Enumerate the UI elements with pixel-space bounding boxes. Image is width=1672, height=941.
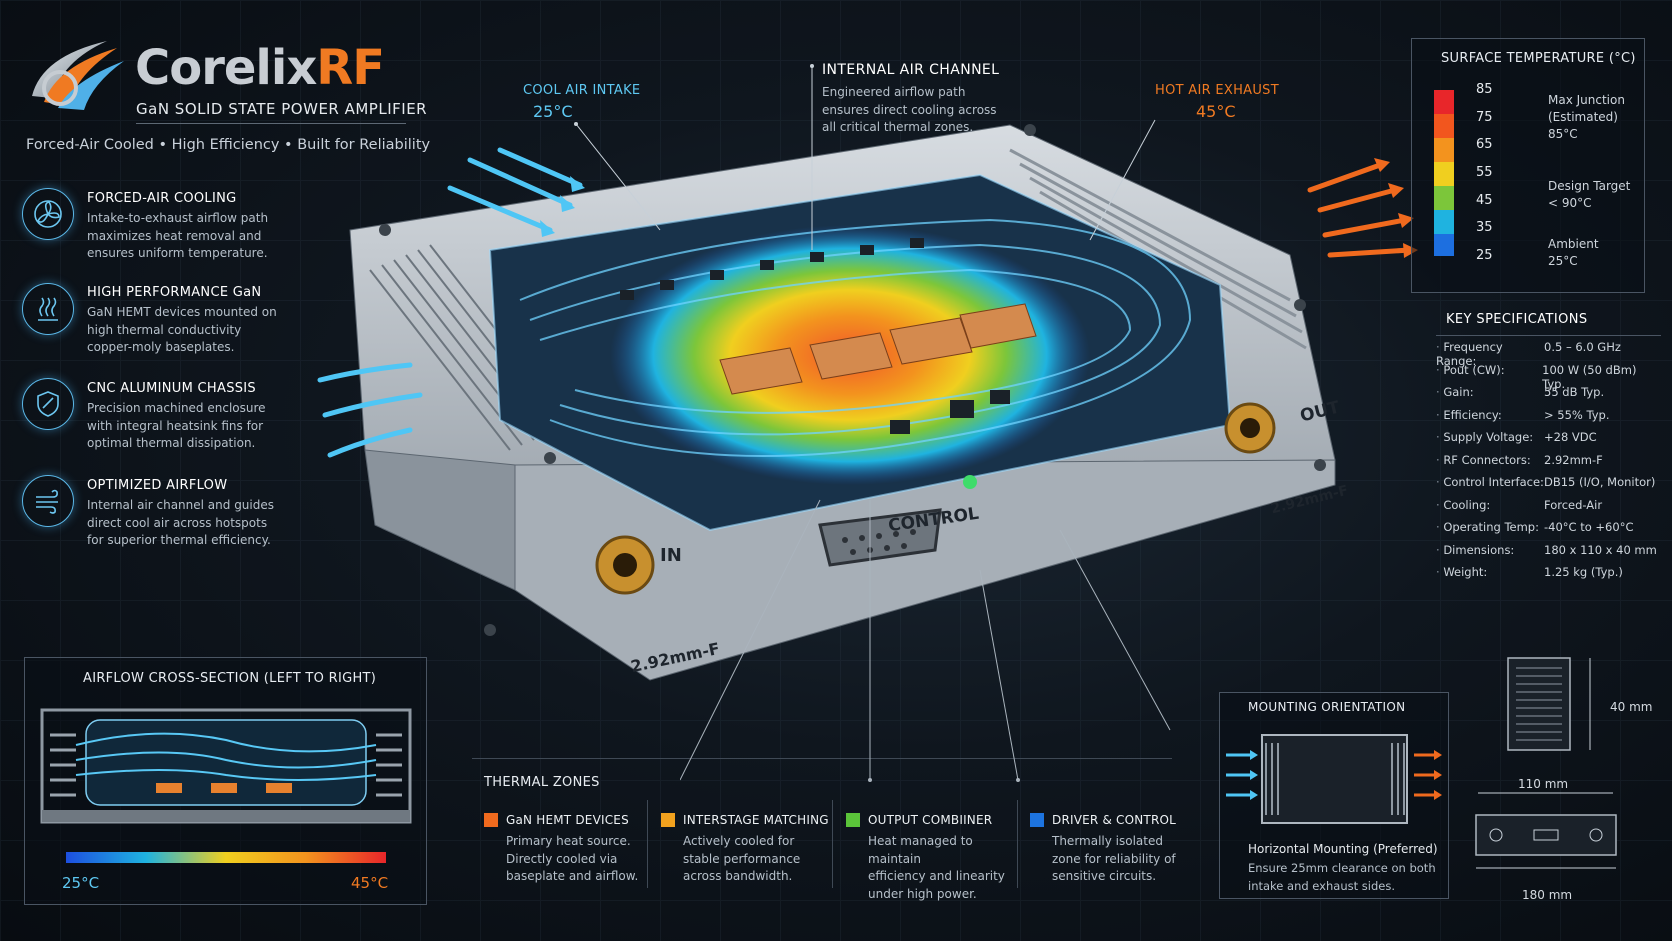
brand-subtitle: GaN SOLID STATE POWER AMPLIFIER [136,100,428,118]
dimension-drawings [1475,657,1617,869]
wind-icon [22,475,74,527]
temp-tick: 75 [1476,110,1493,125]
channel-callout-body: Engineered airflow path ensures direct c… [822,85,997,134]
dimension-depth: 110 mm [1518,777,1569,791]
thermal-zone: OUTPUT COMBIINER Heat managed to maintai… [846,813,1026,903]
zone-divider [647,800,648,888]
cross-section-gradient-bar [66,852,386,863]
color-segment-65 [1434,138,1454,162]
temp-tick: 55 [1476,165,1493,180]
spec-row: Pout (CW):100 W (50 dBm) Typ. [1436,363,1661,391]
cross-section-diagram [40,708,412,824]
spec-row: Control Interface:DB15 (I/O, Monitor) [1436,475,1661,498]
feature-title: CNC ALUMINUM CHASSIS [87,381,256,396]
spec-row: Cooling:Forced-Air [1436,498,1661,521]
zone-divider [1017,800,1018,888]
feature-body: Intake-to-exhaust airflow path maximizes… [87,211,269,260]
thermal-zones-top-line [472,758,1172,759]
spec-row: Efficiency:> 55% Typ. [1436,408,1661,431]
spec-row: Supply Voltage:+28 VDC [1436,430,1661,453]
intake-arrows [317,147,585,458]
color-segment-55 [1434,162,1454,186]
temp-tick: 35 [1476,220,1493,235]
feature-title: FORCED-AIR COOLING [87,191,237,206]
max-junction-note: Max Junction(Estimated)85°C [1548,93,1625,141]
zone-color-swatch [661,813,675,827]
heat-waves-icon [22,283,74,335]
spec-row: Weight:1.25 kg (Typ.) [1436,565,1661,588]
brand-tagline: Forced-Air Cooled • High Efficiency • Bu… [26,137,431,153]
temperature-color-bar [1434,90,1454,256]
feature-body: Precision machined enclosure with integr… [87,401,266,450]
thermal-zone: GaN HEMT DEVICES Primary heat source.Dir… [484,813,664,886]
intake-callout-temp: 25°C [533,102,573,121]
brand-divider [136,123,406,124]
spec-row: Frequency Range:0.5 – 6.0 GHz [1436,340,1661,368]
zone-divider [832,800,833,888]
specs-title: KEY SPECIFICATIONS [1446,312,1588,327]
mounting-title: MOUNTING ORIENTATION [1248,700,1406,714]
zone-color-swatch [1030,813,1044,827]
color-segment-85 [1434,90,1454,114]
dimension-height: 40 mm [1610,700,1653,714]
cross-section-high-temp: 45°C [351,874,389,892]
feature-title: OPTIMIZED AIRFLOW [87,478,228,493]
mounting-diagram [1226,734,1442,824]
in-label: IN [660,545,682,566]
color-segment-45 [1434,186,1454,210]
intake-callout-title: COOL AIR INTAKE [523,83,641,98]
spec-row: Gain:55 dB Typ. [1436,385,1661,408]
temp-tick: 65 [1476,137,1493,152]
temp-tick: 45 [1476,193,1493,208]
callout-leader-lines [574,64,1156,250]
dimension-width: 180 mm [1522,888,1573,902]
mounting-caption: Horizontal Mounting (Preferred) [1248,842,1438,856]
cross-section-title: AIRFLOW CROSS-SECTION (LEFT TO RIGHT) [83,671,377,686]
amplifier-illustration [349,124,1336,681]
zone-color-swatch [846,813,860,827]
temp-tick: 25 [1476,248,1493,263]
specs-list: Frequency Range:0.5 – 6.0 GHz Pout (CW):… [1436,340,1661,588]
spec-row: Operating Temp:-40°C to +60°C [1436,520,1661,543]
spec-row: RF Connectors:2.92mm-F [1436,453,1661,476]
shield-icon [22,378,74,430]
color-segment-25 [1434,234,1454,256]
exhaust-callout-temp: 45°C [1196,102,1236,121]
spec-row: Dimensions:180 x 110 x 40 mm [1436,543,1661,566]
exhaust-arrows [1307,158,1418,258]
zone-color-swatch [484,813,498,827]
feature-body: GaN HEMT devices mounted on high thermal… [87,305,277,354]
cross-section-low-temp: 25°C [62,874,100,892]
fan-icon [22,188,74,240]
color-segment-75 [1434,114,1454,138]
design-target-note: Design Target< 90°C [1548,179,1631,210]
temperature-scale-title: SURFACE TEMPERATURE (°C) [1441,51,1636,66]
brand-name: CorelixRF [135,40,385,96]
temp-tick: 85 [1476,82,1493,97]
exhaust-callout-title: HOT AIR EXHAUST [1155,83,1279,98]
specs-divider [1436,335,1661,336]
thermal-zones-title: THERMAL ZONES [484,775,600,790]
channel-callout-title: INTERNAL AIR CHANNEL [822,62,1000,78]
feature-body: Internal air channel and guides direct c… [87,498,274,547]
brand-logo-icon [32,41,124,110]
feature-title: HIGH PERFORMANCE GaN [87,285,262,300]
zone-leader-lines [680,499,1171,782]
color-segment-35 [1434,210,1454,234]
